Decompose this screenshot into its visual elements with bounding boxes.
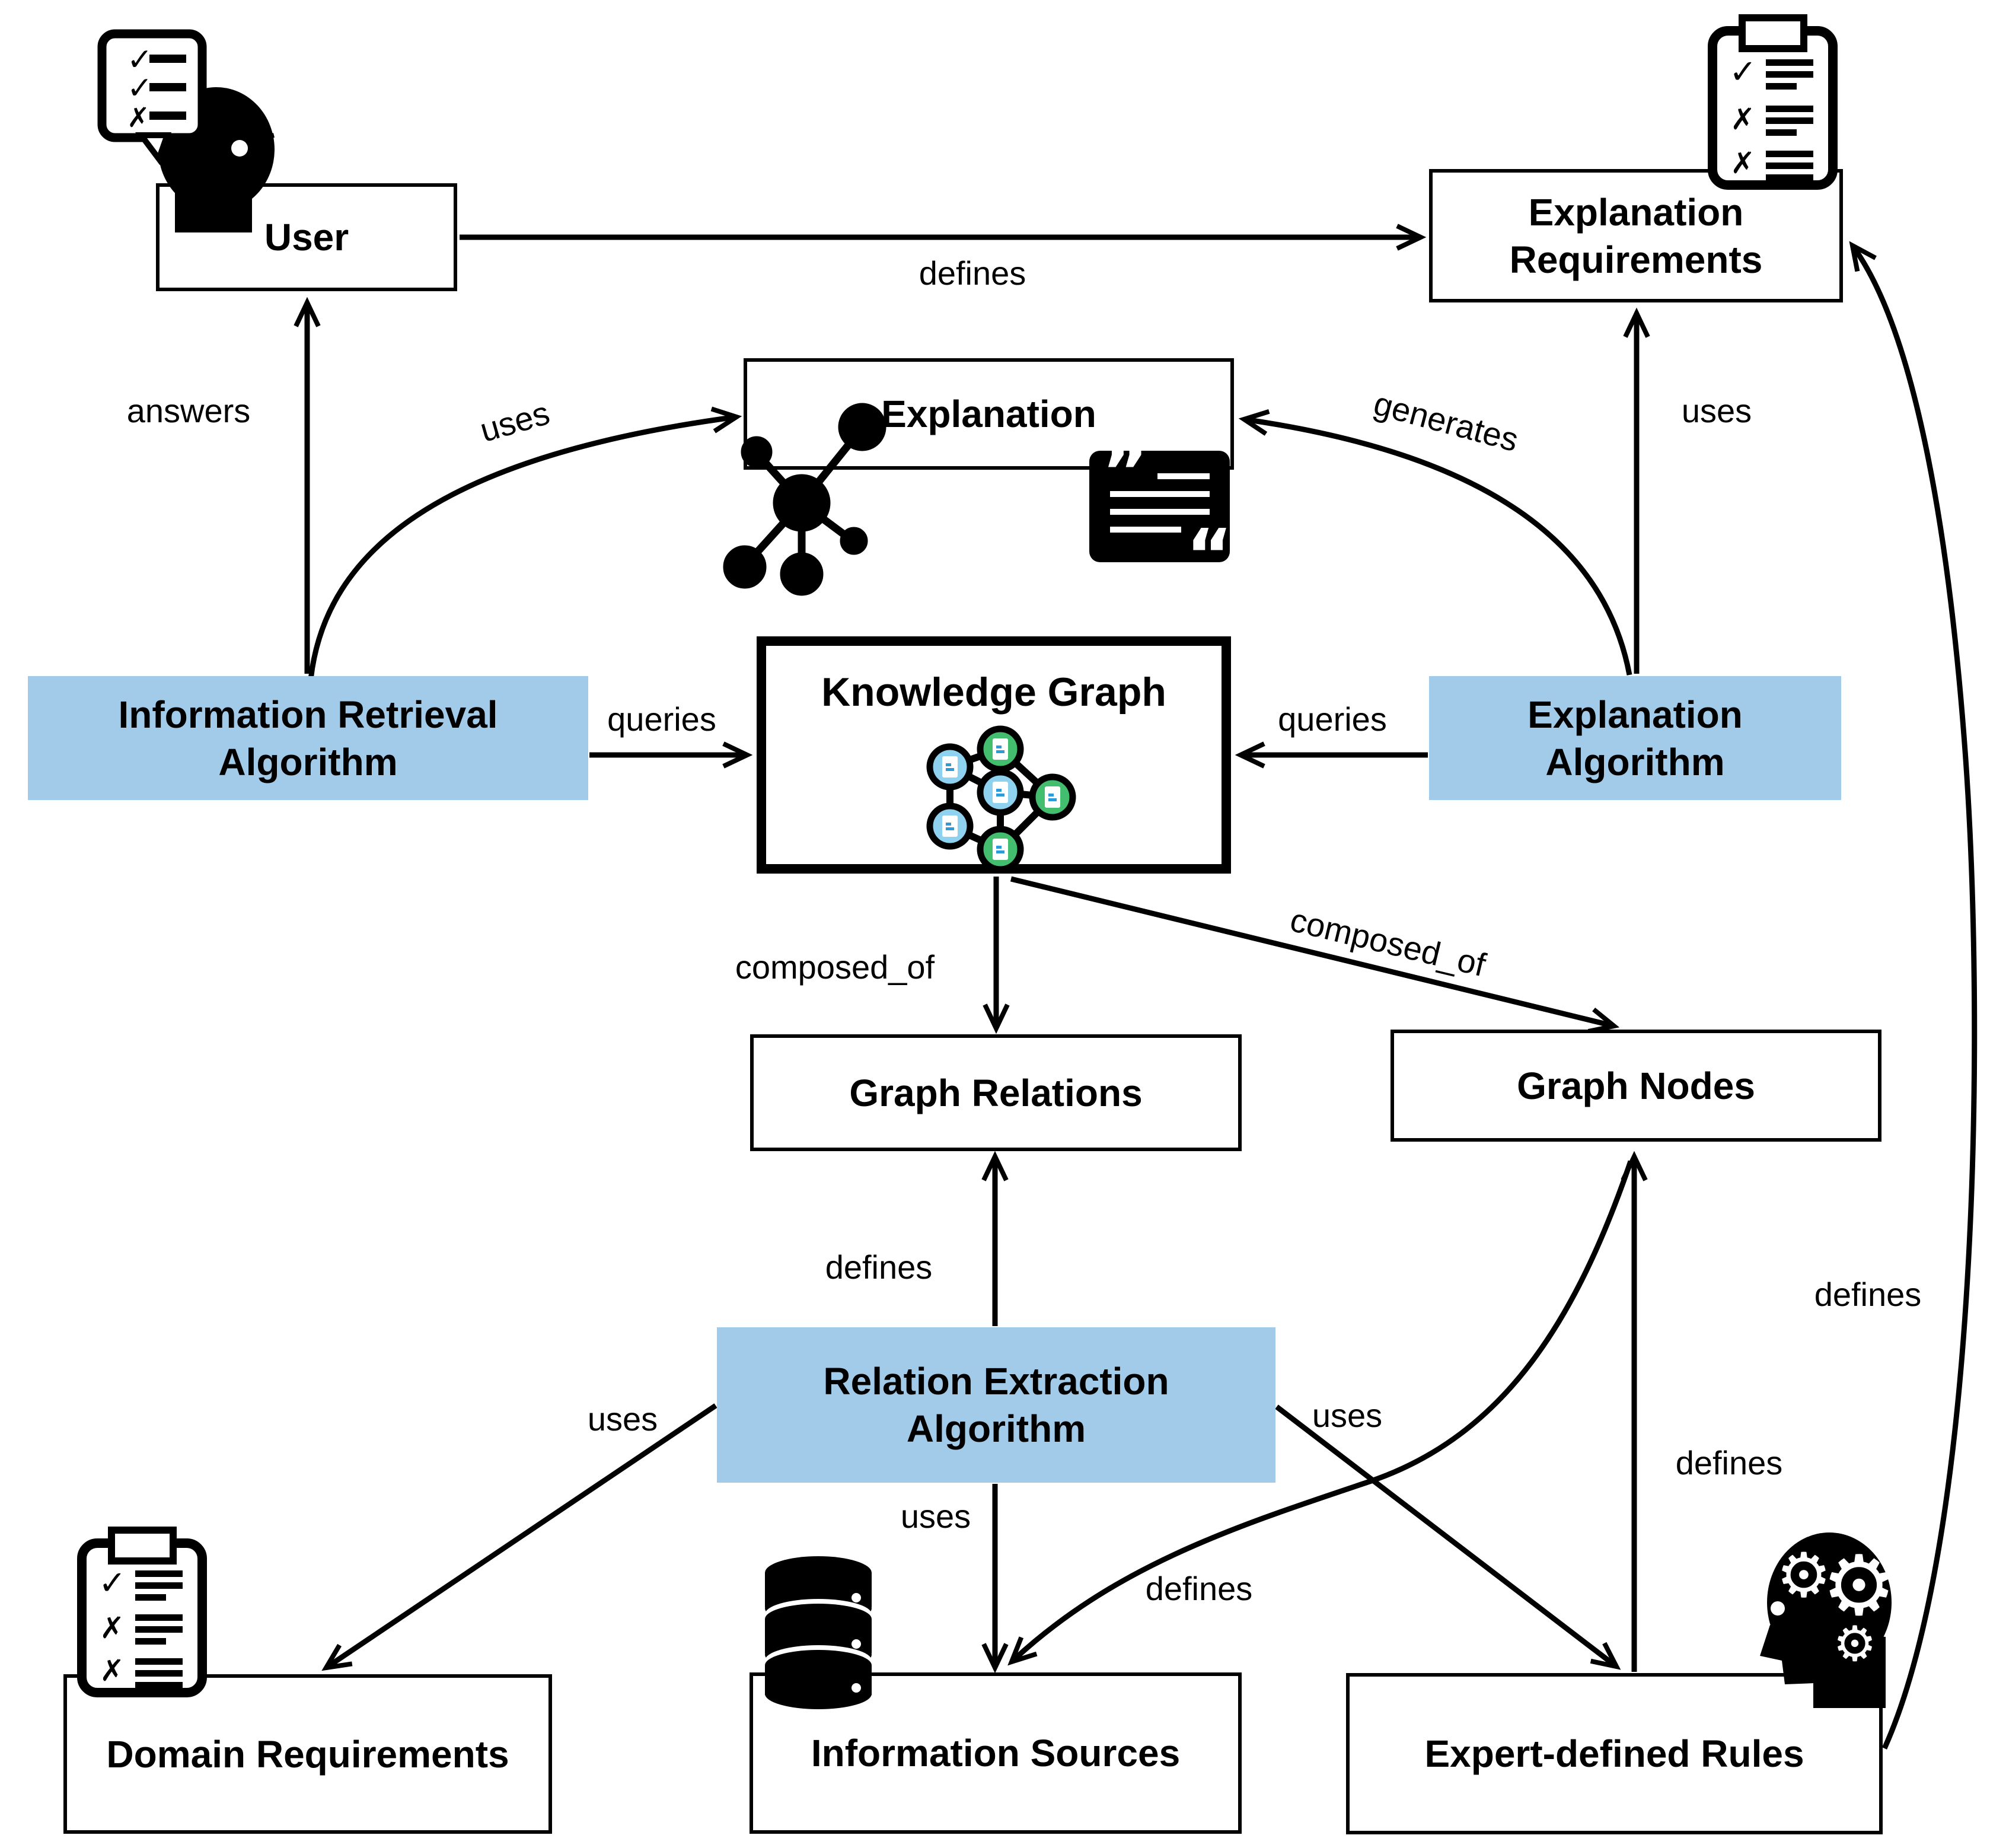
edge-label-uses-domain: uses	[588, 1400, 658, 1438]
edge-label-defines-sources: defines	[1146, 1570, 1253, 1607]
graph-relations-node: Graph Relations	[750, 1034, 1242, 1151]
information-sources-label: Information Sources	[811, 1732, 1181, 1774]
expert-defined-rules-label: Expert-defined Rules	[1424, 1732, 1804, 1775]
edge-label-queries-right: queries	[1278, 700, 1387, 738]
information-sources-node: Information Sources	[750, 1672, 1242, 1834]
edge-rules-defines-requirements	[1849, 241, 1978, 1750]
edge-rea-uses-domain	[321, 1403, 717, 1671]
knowledge-graph-label: Knowledge Graph	[821, 670, 1166, 715]
edge-label-defines-nodes: defines	[1676, 1444, 1783, 1481]
explanation-algorithm-node: Explanation Algorithm	[1429, 676, 1841, 800]
expert-defined-rules-node: Expert-defined Rules	[1346, 1673, 1883, 1834]
edge-label-defines: defines	[919, 254, 1026, 292]
edge-label-uses-explanation: uses	[476, 394, 553, 449]
ira-line2: Algorithm	[218, 740, 398, 783]
explanation-node: Explanation	[744, 358, 1234, 470]
edge-label-uses-sources: uses	[901, 1497, 971, 1535]
explanation-label: Explanation	[881, 393, 1096, 435]
information-retrieval-algorithm-node: Information Retrieval Algorithm	[28, 676, 588, 800]
graph-relations-label: Graph Relations	[849, 1071, 1143, 1114]
ira-line1: Information Retrieval	[118, 693, 498, 736]
edge-label-defines-requirements: defines	[1814, 1276, 1922, 1313]
ea-line1: Explanation	[1527, 693, 1743, 736]
knowledge-graph-node: Knowledge Graph	[757, 636, 1231, 874]
edge-ea-generates-explanation	[1238, 409, 1632, 676]
rea-line2: Algorithm	[906, 1407, 1086, 1450]
user-node: User	[156, 183, 457, 291]
domain-requirements-label: Domain Requirements	[106, 1732, 509, 1776]
explanation-requirements-line1: Explanation	[1528, 190, 1744, 234]
graph-nodes-label: Graph Nodes	[1517, 1064, 1755, 1107]
edge-rea-uses-rules	[1275, 1404, 1621, 1670]
user-label: User	[264, 216, 349, 259]
edge-label-composed-of-left: composed_of	[735, 948, 935, 986]
graph-nodes-node: Graph Nodes	[1391, 1030, 1881, 1142]
edge-nodes-defines-sources	[1007, 1160, 1634, 1666]
edge-label-uses-requirements: uses	[1682, 392, 1752, 429]
edge-label-queries-left: queries	[607, 700, 716, 738]
edge-label-answers: answers	[127, 392, 251, 429]
edge-label-uses-rules: uses	[1312, 1397, 1382, 1434]
rea-line1: Relation Extraction	[823, 1360, 1169, 1403]
explanation-requirements-node: Explanation Requirements	[1429, 169, 1843, 302]
ea-line2: Algorithm	[1545, 740, 1725, 783]
relation-extraction-algorithm-node: Relation Extraction Algorithm	[717, 1327, 1275, 1483]
explanation-requirements-line2: Requirements	[1509, 238, 1763, 281]
edge-kg-composed-of-nodes	[1010, 876, 1620, 1034]
edge-label-defines-relations: defines	[825, 1248, 933, 1286]
domain-requirements-node: Domain Requirements	[63, 1674, 552, 1834]
edge-label-generates: generates	[1370, 384, 1522, 458]
edge-ira-uses-explanation	[308, 406, 742, 680]
